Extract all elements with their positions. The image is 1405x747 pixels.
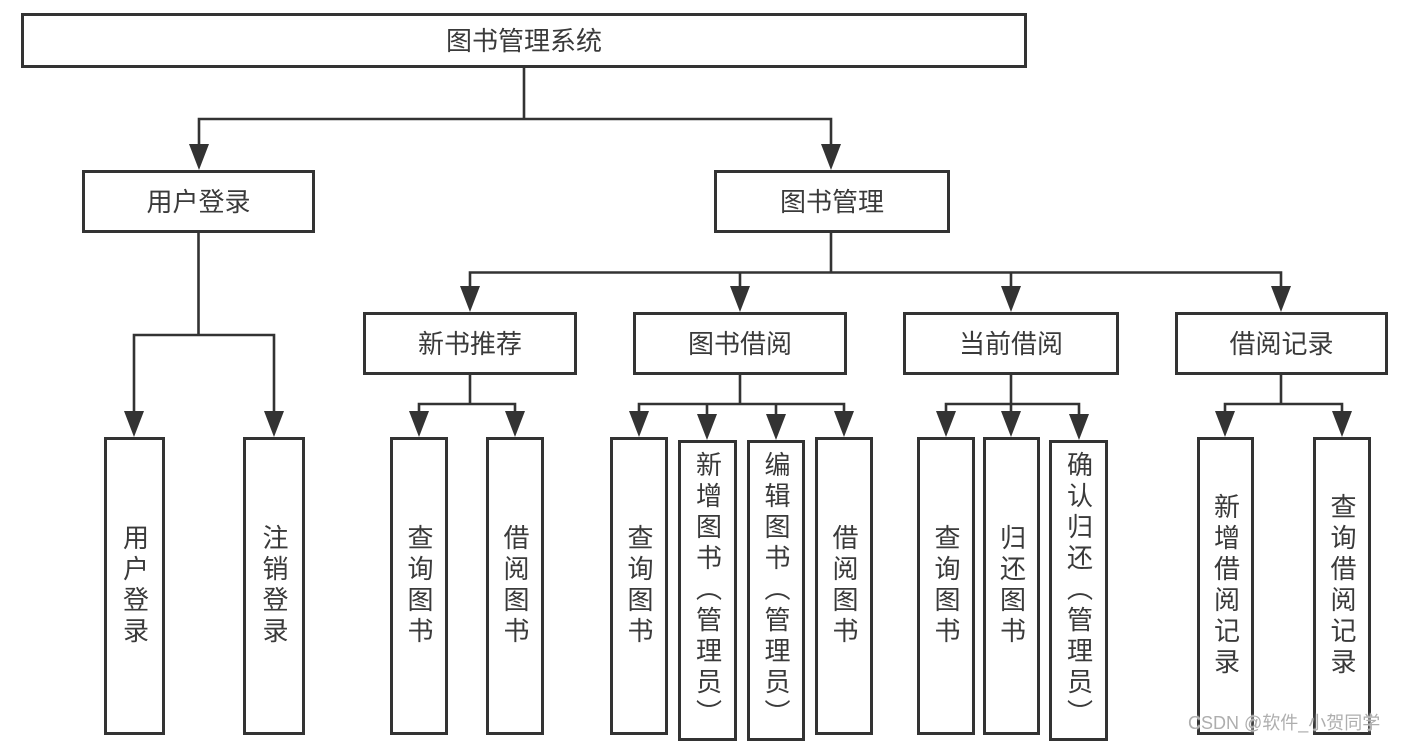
leaf-borrow-books: 借阅图书 <box>815 437 873 735</box>
node-root: 图书管理系统 <box>21 13 1027 68</box>
leaf-query-books-current: 查询图书 <box>917 437 975 735</box>
connector-borrow-records-children <box>1223 375 1344 415</box>
node-user-login: 用户登录 <box>82 170 315 233</box>
leaf-borrow-books-recommend: 借阅图书 <box>486 437 544 735</box>
csdn-watermark: CSDN @软件_小贺同学 <box>1188 713 1381 733</box>
leaf-query-books-current-label: 查询图书 <box>931 524 961 648</box>
node-current-borrow: 当前借阅 <box>903 312 1119 375</box>
arrowheads-new-book-recommend-children <box>409 411 525 437</box>
leaf-edit-books-admin-label: 编辑图书（管理员） <box>761 451 791 730</box>
connector-user-login-children <box>132 233 276 415</box>
arrowheads-user-login-children <box>124 411 284 437</box>
arrowheads-root-to-level2 <box>189 144 841 170</box>
leaf-user-login: 用户登录 <box>104 437 165 735</box>
connector-book-borrow-children <box>637 375 846 418</box>
leaf-user-login-label: 用户登录 <box>119 524 150 648</box>
node-new-book-recommend: 新书推荐 <box>363 312 577 375</box>
leaf-confirm-return-admin-label: 确认归还（管理员） <box>1063 451 1094 730</box>
node-borrow-records: 借阅记录 <box>1175 312 1388 375</box>
leaf-add-books-admin: 新增图书（管理员） <box>678 440 737 741</box>
connector-new-book-recommend-children <box>417 375 517 415</box>
leaf-query-borrow-record: 查询借阅记录 <box>1313 437 1371 735</box>
node-book-management-label: 图书管理 <box>779 186 884 217</box>
arrowheads-book-management-children <box>460 286 1291 312</box>
leaf-return-books-label: 归还图书 <box>996 524 1027 648</box>
node-borrow-records-label: 借阅记录 <box>1229 328 1334 359</box>
node-book-management: 图书管理 <box>714 170 950 233</box>
connector-root-to-level2 <box>197 68 833 148</box>
node-root-label: 图书管理系统 <box>445 25 602 56</box>
node-current-borrow-label: 当前借阅 <box>958 328 1063 359</box>
leaf-query-borrow-record-label: 查询借阅记录 <box>1327 493 1357 679</box>
node-book-borrow-label: 图书借阅 <box>687 328 792 359</box>
leaf-borrow-books-recommend-label: 借阅图书 <box>500 524 530 648</box>
leaf-edit-books-admin: 编辑图书（管理员） <box>747 440 805 741</box>
leaf-query-books-recommend-label: 查询图书 <box>404 524 434 648</box>
leaf-add-books-admin-label: 新增图书（管理员） <box>692 451 723 730</box>
node-user-login-label: 用户登录 <box>146 186 251 217</box>
arrowheads-book-borrow-children <box>629 411 854 440</box>
leaf-logout: 注销登录 <box>243 437 305 735</box>
leaf-query-books-borrow: 查询图书 <box>610 437 668 735</box>
leaf-add-borrow-record-label: 新增借阅记录 <box>1210 493 1241 679</box>
leaf-borrow-books-label: 借阅图书 <box>829 524 859 648</box>
leaf-query-books-recommend: 查询图书 <box>390 437 448 735</box>
node-book-borrow: 图书借阅 <box>633 312 847 375</box>
leaf-add-borrow-record: 新增借阅记录 <box>1197 437 1254 735</box>
leaf-logout-label: 注销登录 <box>259 524 289 648</box>
leaf-confirm-return-admin: 确认归还（管理员） <box>1049 440 1108 741</box>
node-new-book-recommend-label: 新书推荐 <box>417 328 522 359</box>
connector-book-management-children <box>468 233 1283 290</box>
leaf-query-books-borrow-label: 查询图书 <box>624 524 654 648</box>
arrowheads-current-borrow-children <box>936 411 1089 440</box>
leaf-return-books: 归还图书 <box>983 437 1040 735</box>
arrowheads-borrow-records-children <box>1215 411 1352 437</box>
